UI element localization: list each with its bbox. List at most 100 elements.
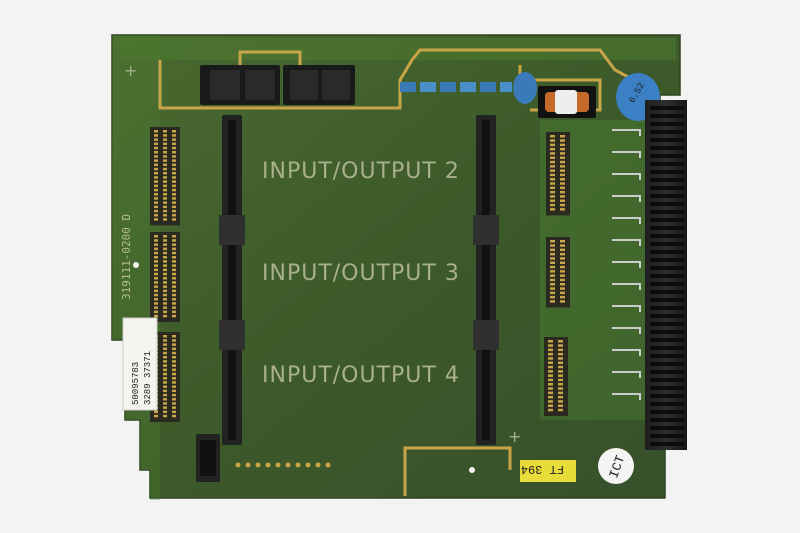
edge-pin bbox=[650, 226, 684, 230]
edge-pin bbox=[650, 194, 684, 198]
header-pin bbox=[154, 167, 158, 171]
header-pin bbox=[154, 235, 158, 238]
header-pin bbox=[163, 205, 167, 209]
header-pin bbox=[163, 251, 167, 255]
resistor-pack bbox=[546, 237, 570, 308]
header-pin bbox=[172, 398, 176, 401]
resistor-pin bbox=[560, 265, 565, 269]
header-pin bbox=[163, 351, 167, 355]
edge-pin bbox=[650, 370, 684, 374]
header-pin bbox=[154, 285, 158, 288]
header-pin bbox=[154, 197, 158, 200]
small-connector bbox=[196, 434, 220, 482]
inductor bbox=[538, 86, 596, 118]
ft-sticker: FT 394 bbox=[520, 460, 576, 482]
resistor-pin bbox=[548, 357, 553, 360]
resistor-pin bbox=[558, 391, 563, 395]
right-resistor-packs bbox=[544, 129, 641, 417]
header-pin bbox=[172, 402, 176, 405]
header-pin bbox=[154, 260, 158, 263]
header-pin bbox=[154, 188, 158, 192]
header-pin bbox=[172, 193, 176, 196]
test-pad bbox=[265, 462, 271, 468]
edge-pin bbox=[650, 290, 684, 294]
header-pin bbox=[154, 256, 158, 259]
resistor-pin bbox=[558, 357, 563, 360]
header-pin bbox=[163, 381, 167, 384]
edge-pin bbox=[650, 274, 684, 278]
header-pin bbox=[154, 243, 158, 246]
header-pin bbox=[154, 251, 158, 255]
slot-label-4: INPUT/OUTPUT 4 bbox=[262, 363, 460, 388]
resistor-pin bbox=[550, 257, 555, 260]
slot-connector-right bbox=[473, 115, 499, 445]
resistor-pin bbox=[550, 190, 555, 194]
resistor-pin bbox=[560, 152, 565, 155]
resistor-pin bbox=[560, 252, 565, 256]
resistor-pin bbox=[550, 261, 555, 264]
resistor-pin bbox=[548, 370, 553, 373]
component-leg bbox=[612, 151, 641, 158]
header-pin bbox=[172, 146, 176, 150]
resistor-pack bbox=[544, 337, 568, 417]
header-pin bbox=[154, 205, 158, 209]
header-pin bbox=[154, 201, 158, 204]
resistor-pin bbox=[550, 278, 555, 282]
header-pin bbox=[154, 155, 158, 158]
header-pin bbox=[163, 209, 167, 213]
resistor-pin bbox=[550, 178, 555, 181]
edge-pin bbox=[650, 386, 684, 390]
header-pin bbox=[172, 385, 176, 388]
resistor-pin bbox=[560, 135, 565, 138]
header-pin bbox=[172, 197, 176, 200]
header-pin bbox=[172, 298, 176, 301]
resistor-pin bbox=[560, 295, 565, 299]
header-pin bbox=[163, 402, 167, 405]
resistor-pin bbox=[558, 404, 563, 407]
header-pin bbox=[154, 193, 158, 196]
resistor-pin bbox=[558, 361, 563, 364]
header-pin bbox=[172, 151, 176, 154]
resistor-pin bbox=[550, 169, 555, 172]
edge-pin bbox=[650, 202, 684, 206]
slot-label-3: INPUT/OUTPUT 3 bbox=[262, 261, 460, 286]
header-pin bbox=[154, 264, 158, 267]
barcode-line-2: 3289 37371 bbox=[143, 351, 153, 405]
resistor-pin bbox=[550, 182, 555, 185]
resistor-pin bbox=[560, 270, 565, 273]
resistor-pin bbox=[548, 365, 553, 369]
header-pin bbox=[163, 130, 167, 133]
resistor-pin bbox=[560, 199, 565, 202]
header-pin bbox=[172, 172, 176, 175]
resistor-pin bbox=[560, 190, 565, 194]
header-pin bbox=[172, 218, 176, 221]
resistor-pin bbox=[560, 182, 565, 185]
resistor-pin bbox=[560, 139, 565, 142]
edge-pin bbox=[650, 178, 684, 182]
header-pin bbox=[163, 372, 167, 376]
header-pin bbox=[163, 264, 167, 267]
resistor-pin bbox=[560, 244, 565, 247]
resistor-pin bbox=[560, 248, 565, 252]
header-pin bbox=[163, 151, 167, 154]
header-pin bbox=[172, 243, 176, 246]
edge-connector-pins bbox=[650, 106, 684, 446]
resistor-pin bbox=[558, 374, 563, 377]
plus-mark-bottom: + bbox=[508, 427, 522, 446]
edge-pin bbox=[650, 434, 684, 438]
resistor-pin bbox=[560, 257, 565, 260]
resistor-pin bbox=[550, 265, 555, 269]
header-pin bbox=[163, 389, 167, 393]
edge-pin bbox=[650, 210, 684, 214]
header-pin bbox=[163, 272, 167, 276]
header-pin bbox=[163, 134, 167, 137]
resistor-pin bbox=[558, 395, 563, 399]
resistor-pin bbox=[550, 195, 555, 198]
edge-pin bbox=[650, 346, 684, 350]
header-pin bbox=[172, 414, 176, 418]
header-pin bbox=[172, 302, 176, 305]
resistor-pin bbox=[548, 378, 553, 382]
resistor-pin bbox=[550, 240, 555, 243]
header-pin bbox=[163, 155, 167, 158]
test-pad bbox=[235, 462, 241, 468]
